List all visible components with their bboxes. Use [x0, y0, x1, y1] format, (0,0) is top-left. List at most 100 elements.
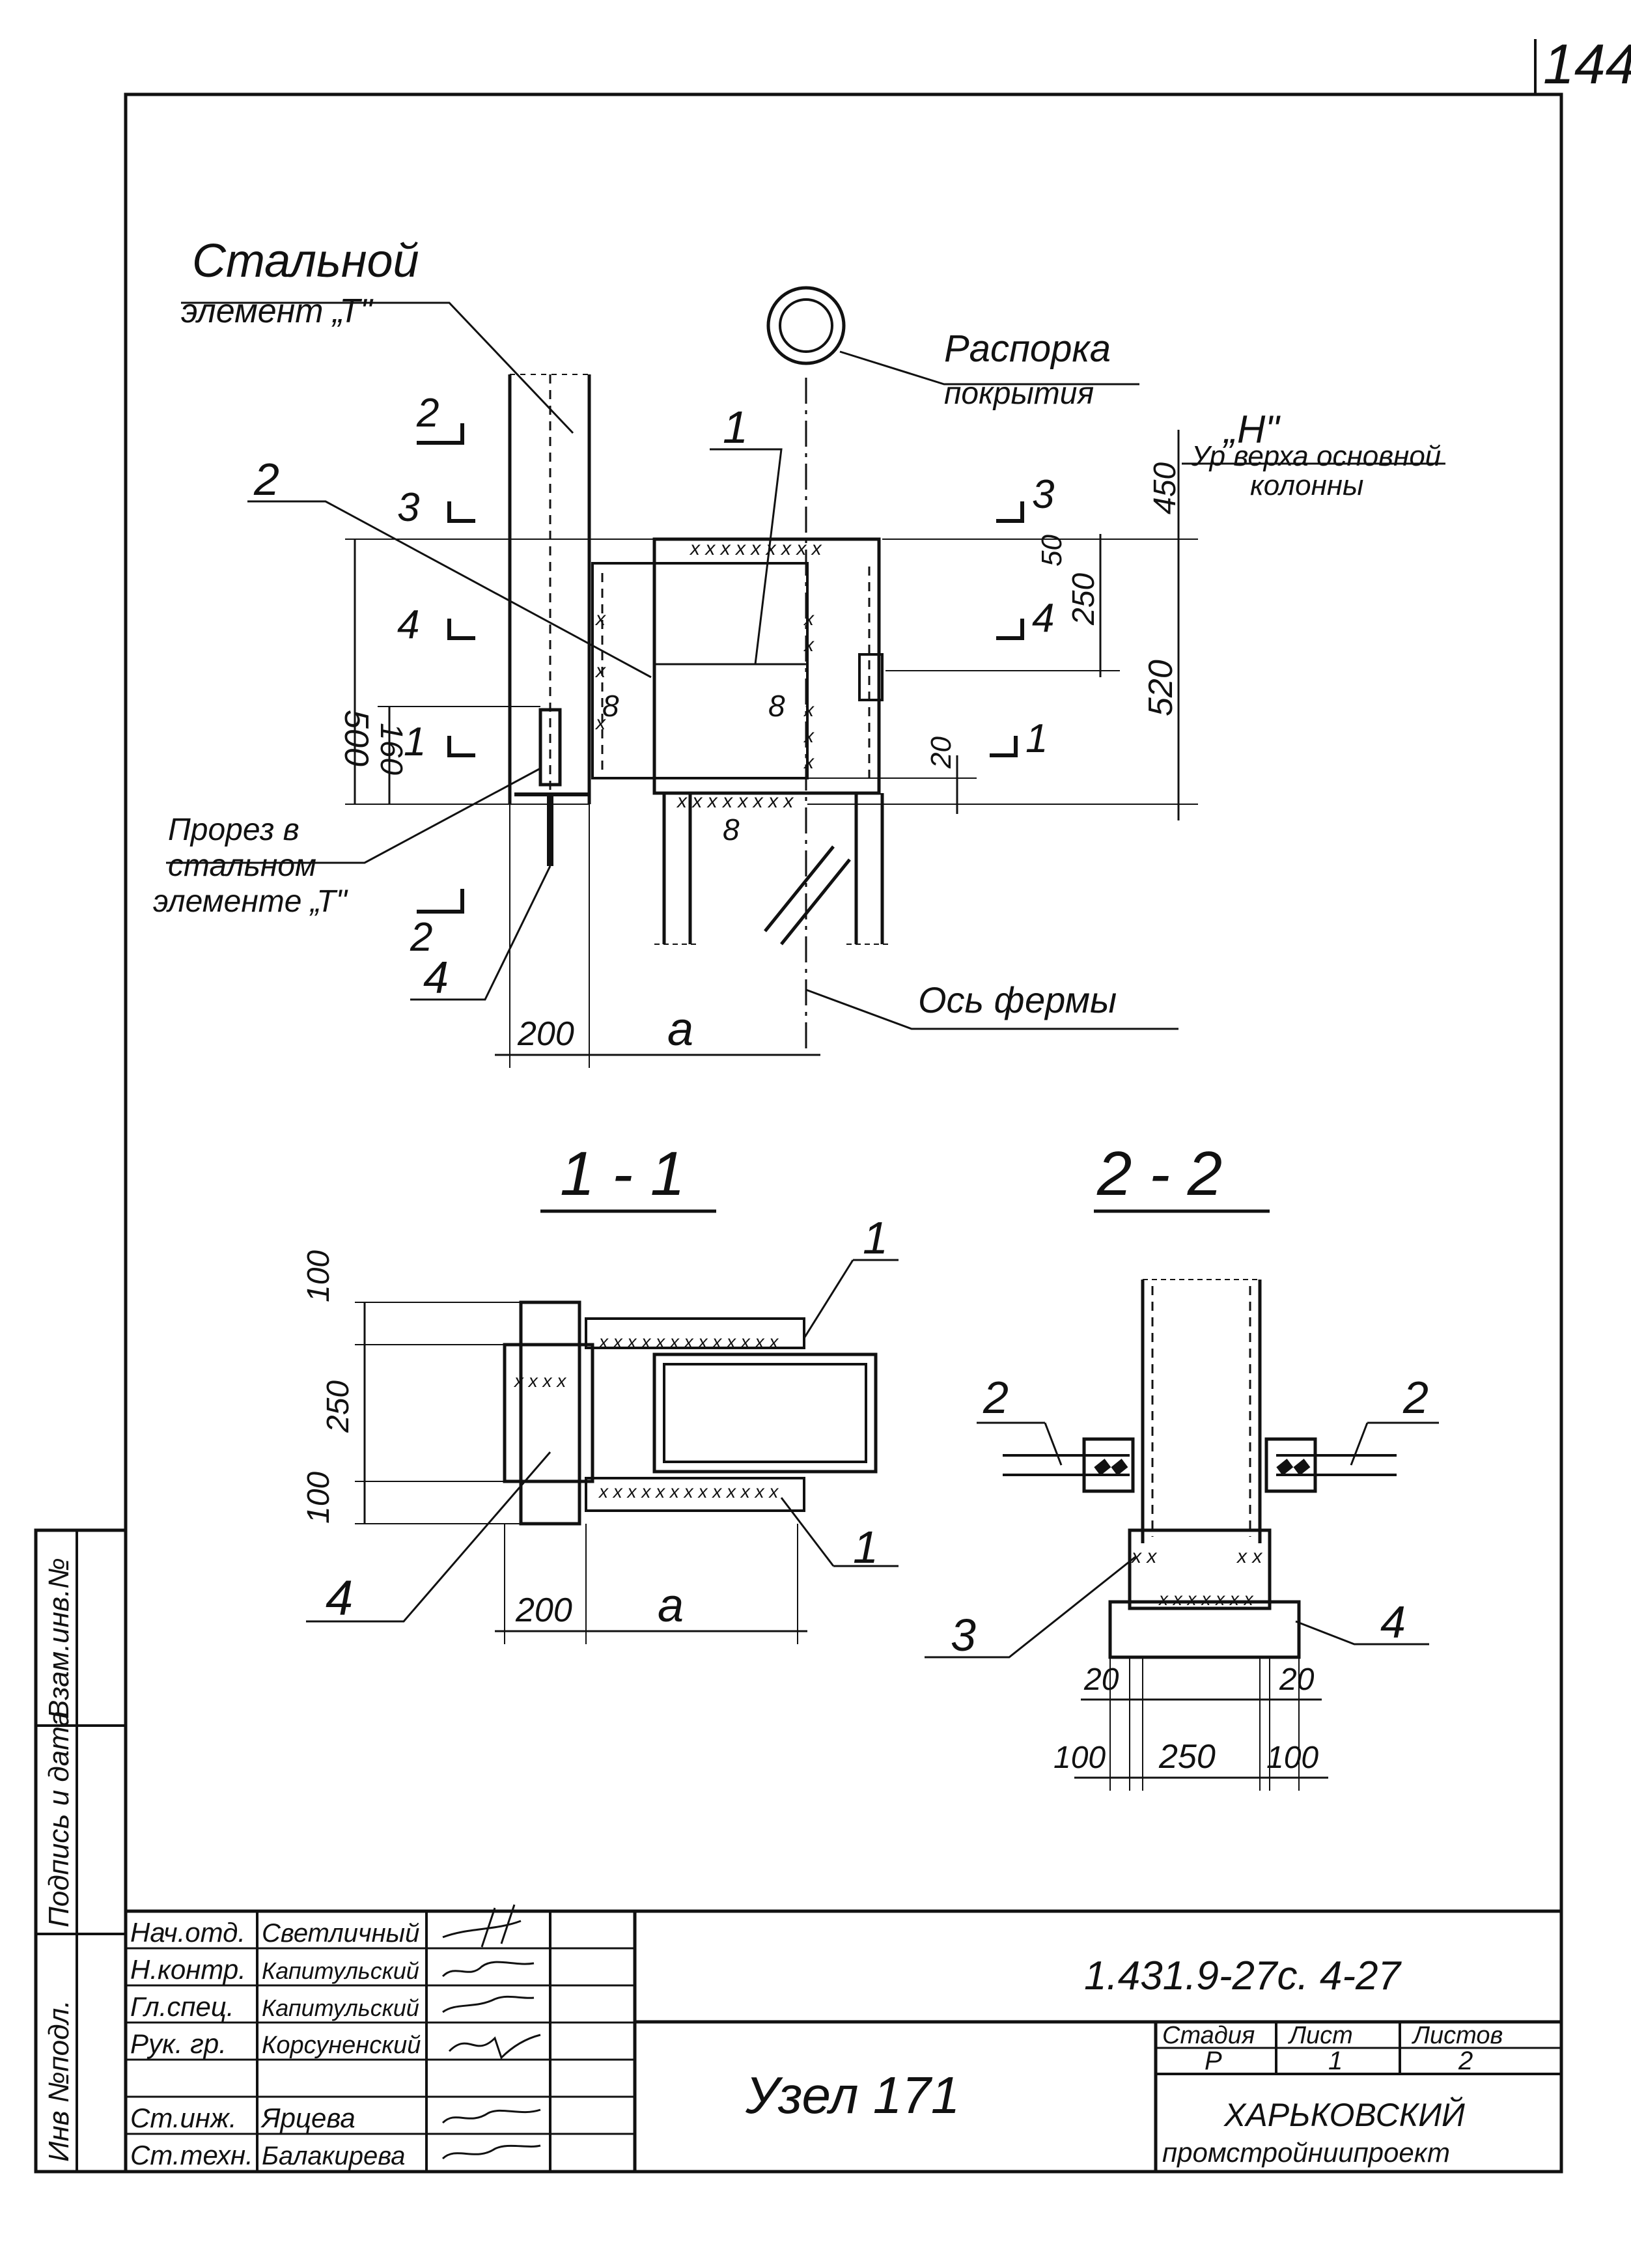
tb-stage-value: Р — [1205, 2047, 1222, 2075]
s22-dim-100-right: 100 — [1266, 1741, 1318, 1775]
s11-leader-1-bottom — [780, 1497, 835, 1567]
s11-callout-1-bottom: 1 — [853, 1522, 878, 1573]
dim-20: 20 — [925, 736, 957, 769]
s22-cleat-left — [1082, 1437, 1135, 1493]
cut-4-right-label: 4 — [1032, 596, 1054, 641]
weld-marks-left-c: x — [594, 712, 606, 734]
s22-cleat-right — [1264, 1437, 1317, 1493]
label-top-level: Ур верха основной — [1191, 440, 1441, 472]
s22-dim-100-left: 100 — [1053, 1741, 1106, 1775]
tb-role-0: Нач.отд. — [130, 1917, 245, 1948]
tb-sheets-value: 2 — [1458, 2047, 1473, 2075]
tb-name-2: Капитульский — [262, 1995, 419, 2021]
cut-2-top-mark — [417, 423, 464, 445]
s22-leader-4 — [1295, 1620, 1429, 1645]
s22-base-plates — [1128, 1528, 1272, 1610]
weld-marks-right-e: x — [803, 751, 815, 773]
weld-marks-left-b: x — [594, 660, 606, 682]
side-plate — [858, 653, 884, 701]
leader-steel-element — [181, 301, 574, 434]
slot-in-t-element — [538, 708, 562, 787]
s22-dim-20-left: 20 — [1083, 1662, 1119, 1697]
s11-dim-250: 250 — [321, 1380, 355, 1433]
weld-8a: 8 — [602, 689, 619, 723]
callout-2: 2 — [253, 454, 279, 505]
tb-doc-code: 1.431.9-27с. 4-27 — [1084, 1953, 1402, 1998]
weld-marks-bottom: x x x x x x x x — [676, 791, 794, 812]
signature-6 — [441, 2144, 541, 2160]
s22-leader-3 — [925, 1555, 1137, 1659]
cut-3-left-label: 3 — [397, 485, 419, 530]
title-block-frame — [124, 1909, 1563, 2174]
diagonal-brace-b — [780, 858, 851, 945]
dim-450: 450 — [1148, 462, 1182, 514]
dim-250: 250 — [1066, 573, 1101, 626]
tb-name-0: Светличный — [262, 1919, 419, 1948]
cut-1-left-label: 1 — [404, 720, 426, 764]
cut-3-left-mark — [447, 501, 475, 523]
label-steel-element: Стальной — [192, 235, 419, 287]
cut-2-top-label: 2 — [416, 391, 439, 436]
weld-marks-top: x x x x x x x x x — [689, 538, 822, 559]
signature-1 — [441, 1961, 535, 1978]
s11-chord — [652, 1352, 878, 1474]
s22-weld-right: x x — [1236, 1546, 1262, 1567]
drawing-frame — [124, 92, 1563, 2174]
s11-chord-inner — [663, 1363, 867, 1463]
weld-8b: 8 — [768, 689, 785, 723]
tb-role-3: Рук. гр. — [130, 2028, 227, 2059]
s11-bottom-plate — [585, 1477, 805, 1512]
s22-callout-3: 3 — [951, 1610, 976, 1660]
callout-4: 4 — [423, 952, 449, 1003]
s11-callout-1-top: 1 — [863, 1212, 888, 1263]
diagonal-brace-a — [764, 845, 835, 932]
cut-1-left-mark — [447, 736, 475, 757]
strut-pipe-inner — [779, 298, 833, 353]
tb-title: Узел 171 — [745, 2066, 960, 2124]
cut-3-right-label: 3 — [1032, 472, 1054, 517]
cut-2-bottom-label: 2 — [410, 915, 432, 960]
weld-marks-left-a: x — [594, 608, 606, 630]
tb-signatures — [441, 1904, 541, 2160]
weld-marks-right-d: x — [803, 725, 815, 747]
tb-personnel: Нач.отд. Н.контр. Гл.спец. Рук. гр. Ст.и… — [130, 1917, 421, 2170]
strut-pipe-outer — [766, 286, 846, 365]
tb-role-2: Гл.спец. — [130, 1991, 234, 2022]
section-1-1-title: 1 - 1 — [560, 1139, 685, 1209]
s22-callout-2-left: 2 — [983, 1372, 1009, 1423]
cut-3-right-mark — [996, 501, 1024, 523]
tb-sheet-value: 1 — [1328, 2047, 1343, 2075]
s22-dim-20-right: 20 — [1279, 1662, 1315, 1697]
side-inv-orig: Инв №подл. — [43, 2000, 75, 2162]
label-h: „Н" — [1222, 408, 1281, 451]
callout-1: 1 — [723, 402, 748, 453]
leader-callout-1 — [710, 448, 783, 665]
label-steel-element-2: элемент „Т" — [181, 292, 374, 330]
s11-weld-bottom: x x x x x x x x x x x x x — [598, 1481, 779, 1502]
tb-sheets-header: Листов — [1411, 2022, 1503, 2049]
sheet-number: 144 — [1543, 33, 1631, 96]
weld-8c: 8 — [723, 813, 740, 847]
section-2-2-title: 2 - 2 — [1096, 1139, 1222, 1209]
side-stamp: Инв №подл. Подпись и дата Взам.инв.№ — [34, 1528, 128, 2174]
title-block: Нач.отд. Н.контр. Гл.спец. Рук. гр. Ст.и… — [124, 1904, 1563, 2174]
leader-callout-4 — [410, 865, 551, 1001]
s22-callout-2-right: 2 — [1402, 1372, 1429, 1423]
s11-top-plate — [585, 1317, 805, 1349]
label-strut: Распорка — [944, 328, 1111, 370]
s11-leader-1-top — [803, 1259, 854, 1339]
tb-name-5: Ярцева — [260, 2103, 355, 2133]
s11-leader-4 — [306, 1451, 551, 1623]
s11-dim-100-top: 100 — [301, 1250, 336, 1302]
plan-view: x x x x x x x x x x x x x x x x x x x x … — [153, 235, 1445, 1068]
side-sign-date: Подпись и дата — [43, 1711, 75, 1927]
s22-weld-base: x x x x x x x — [1158, 1589, 1254, 1609]
cut-4-left-label: 4 — [397, 602, 419, 647]
dim-50: 50 — [1036, 535, 1068, 567]
tb-org-line1: ХАРЬКОВСКИЙ — [1223, 2097, 1465, 2133]
dim-160: 160 — [374, 723, 408, 775]
s11-weld-top: x x x x x x x x x x x x x — [598, 1332, 779, 1352]
signature-2 — [442, 1995, 535, 2013]
cut-1-right-label: 1 — [1025, 716, 1048, 761]
s22-callout-4: 4 — [1380, 1597, 1406, 1647]
